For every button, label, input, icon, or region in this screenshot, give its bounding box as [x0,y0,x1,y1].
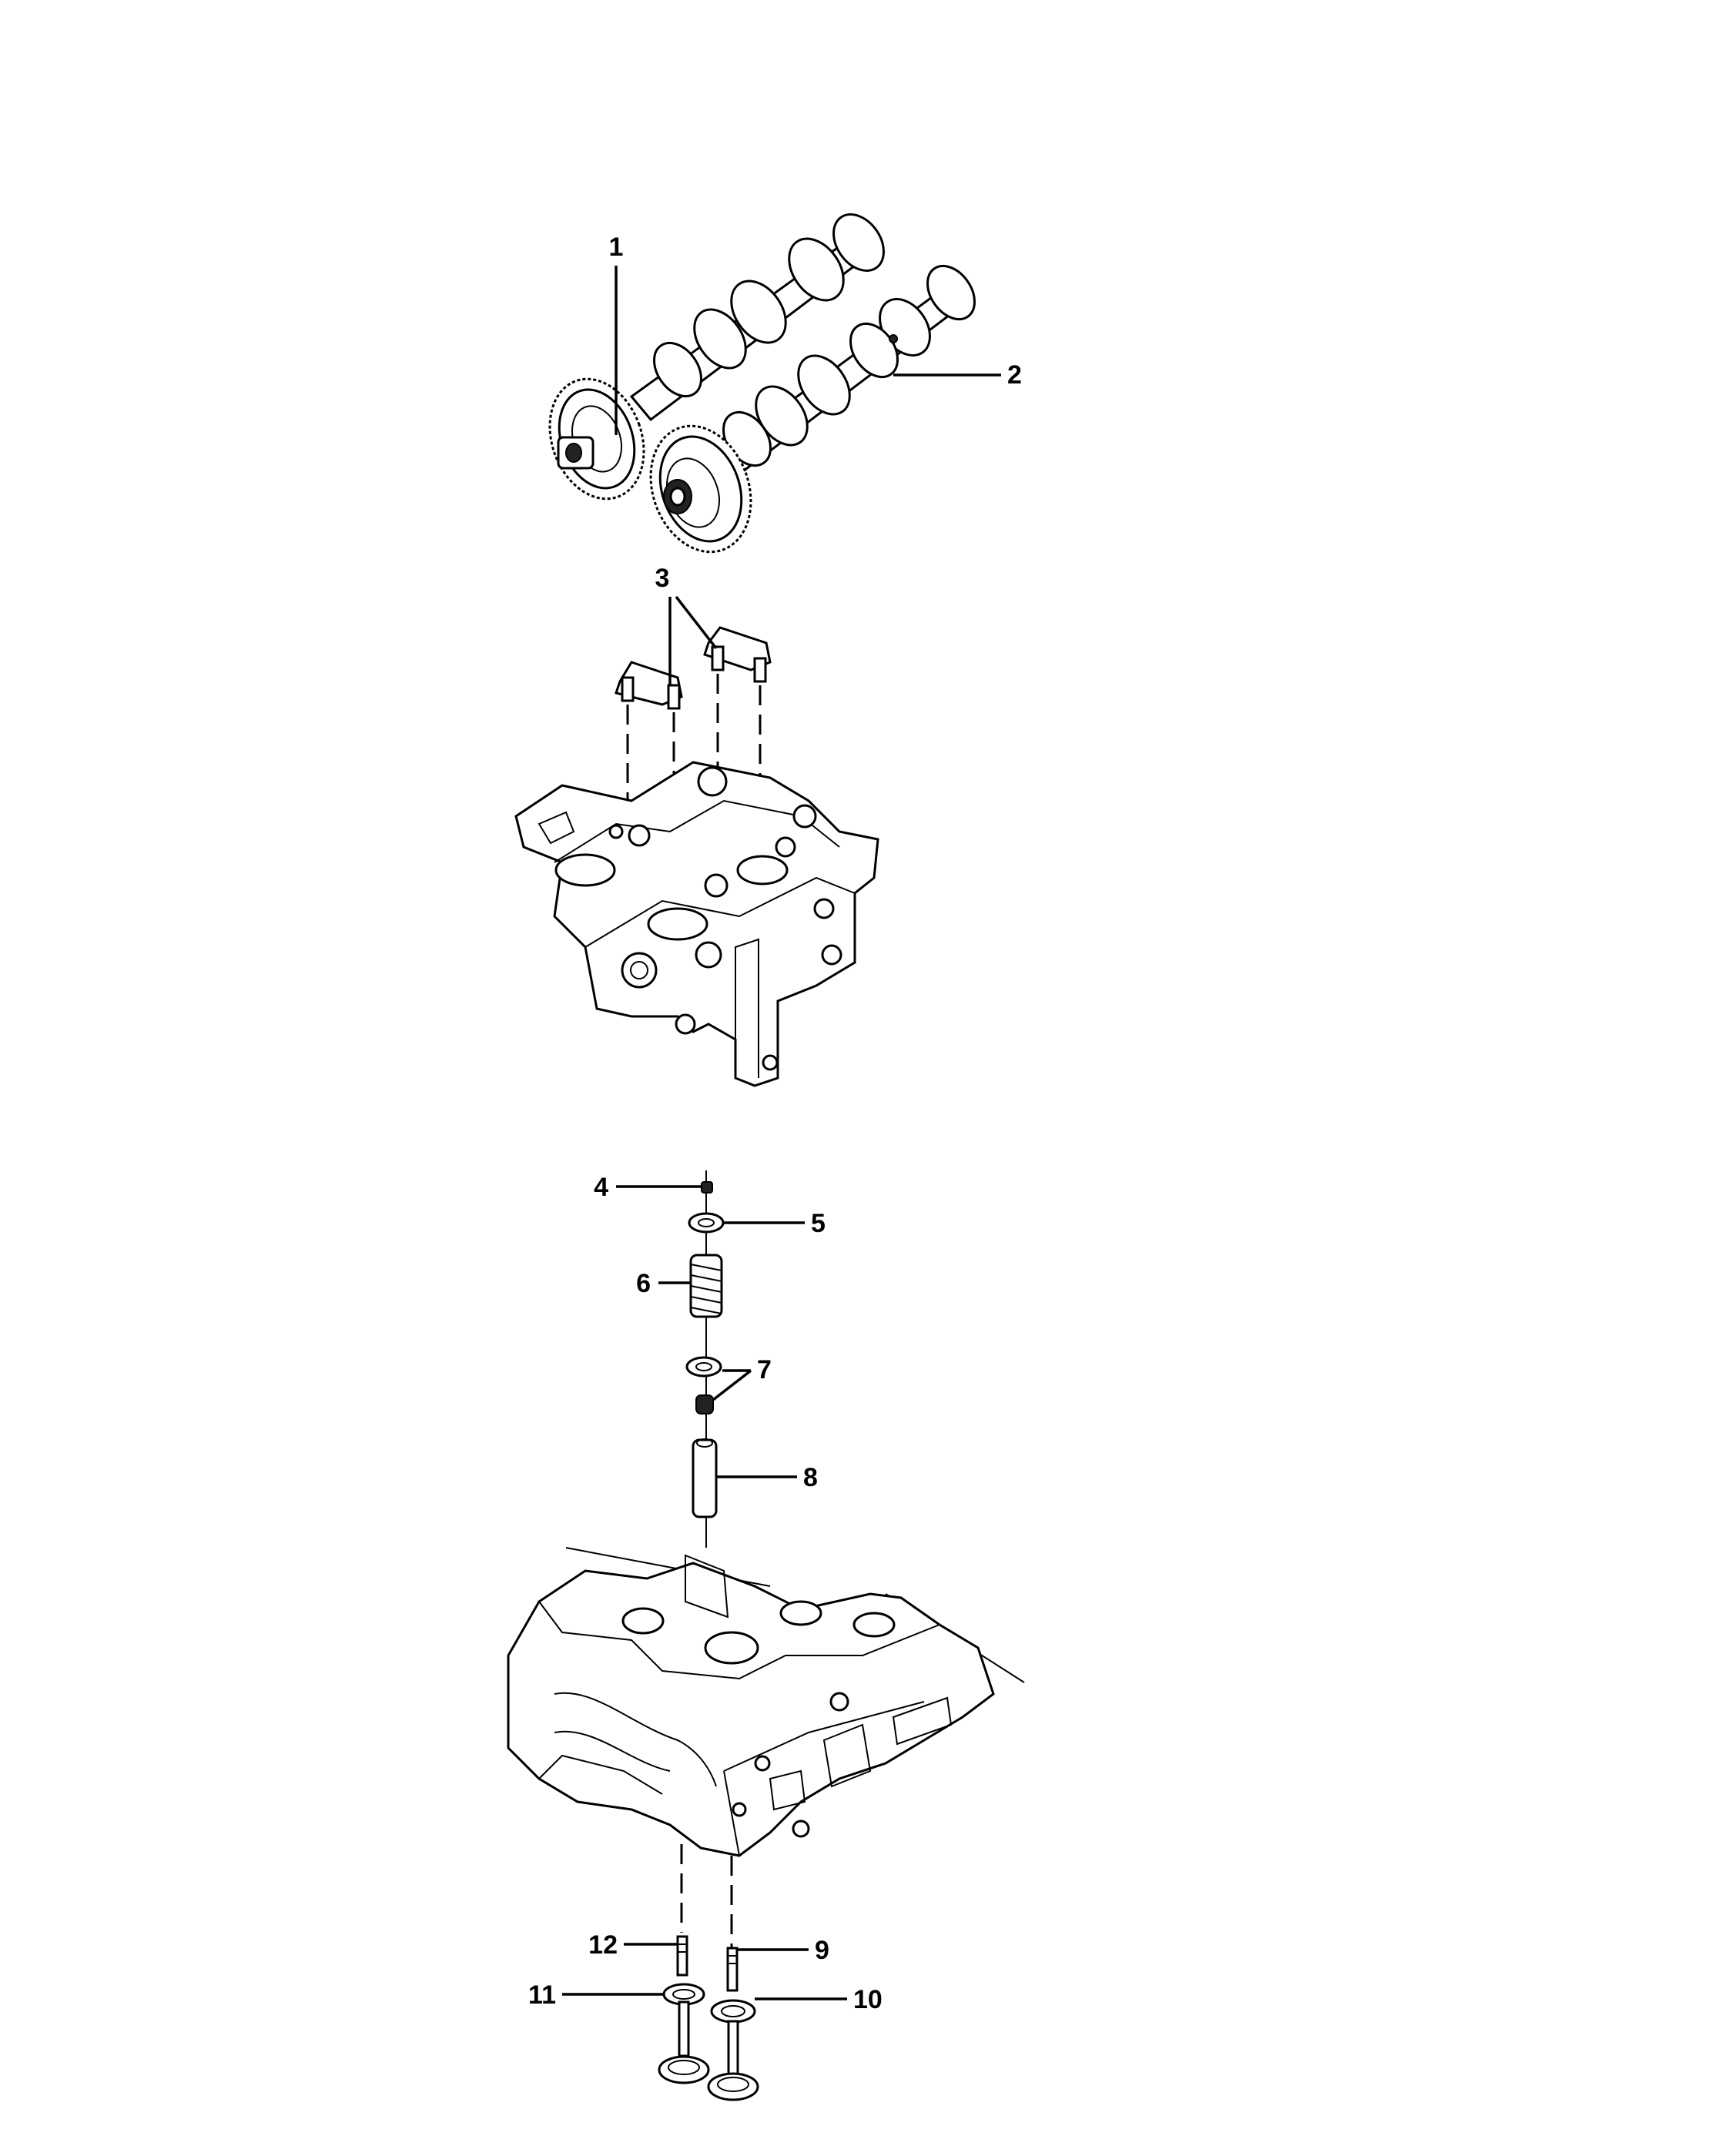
rocker-arm-left [615,661,683,710]
callout-1: 1 [609,233,624,262]
leader-lines [562,266,1001,2000]
callout-5: 5 [811,1209,826,1238]
callout-labels: 1 2 3 4 5 6 7 8 9 10 11 12 [528,233,1022,2014]
valve-spring [689,1254,723,1318]
valve-train [685,1170,725,1548]
callout-9: 9 [815,1936,829,1965]
valve-left [658,1935,710,2084]
callout-2: 2 [1007,360,1022,390]
valves [658,1844,759,2101]
callout-8: 8 [803,1463,818,1492]
callout-10: 10 [853,1985,883,2014]
camshaft-1 [548,213,885,500]
spring-seat-and-seal [685,1356,722,1414]
cylinder-head-upper [514,761,879,1087]
camshaft-assembly [548,213,976,554]
rocker-arms [615,626,772,855]
callout-6: 6 [636,1269,651,1298]
cylinder-head-lower [507,1547,1025,1857]
rocker-arm-right [703,626,772,683]
callout-3: 3 [655,564,670,593]
valve-right [707,1947,759,2101]
camshaft-2 [649,264,976,554]
callout-12: 12 [588,1930,618,1960]
callout-11: 11 [528,1980,556,2010]
valve-guide [692,1438,718,1518]
callout-4: 4 [594,1173,608,1202]
valve-keeper [701,1181,713,1194]
callout-7: 7 [757,1355,772,1384]
spring-retainer [688,1212,725,1234]
